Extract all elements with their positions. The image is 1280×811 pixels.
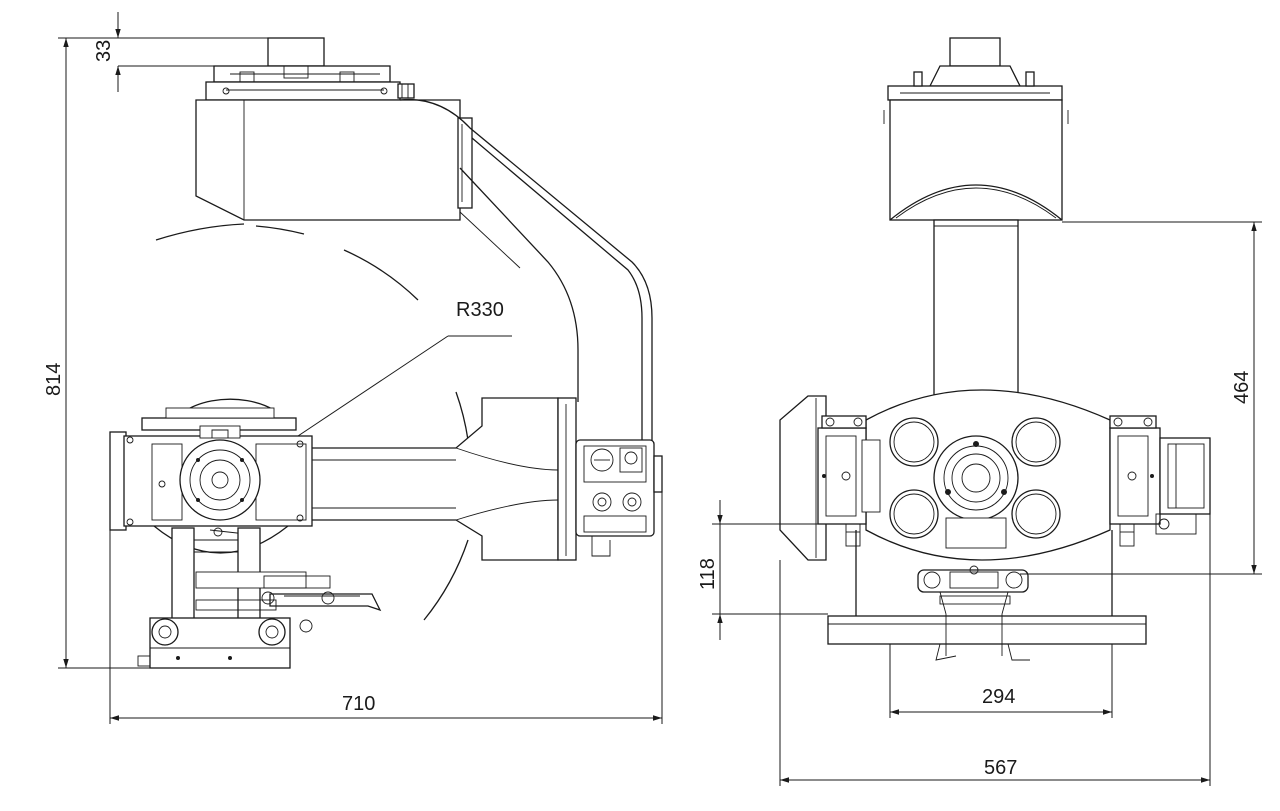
dim-top-height: 33 bbox=[93, 40, 115, 62]
front-lens-body bbox=[865, 389, 1111, 561]
side-support-arm bbox=[399, 98, 653, 450]
front-top-mount bbox=[887, 37, 1063, 106]
side-top-mount bbox=[205, 37, 415, 101]
dim-side-width: 710 bbox=[342, 693, 375, 715]
dim-column-height: 464 bbox=[1231, 371, 1253, 404]
side-upper-housing bbox=[195, 99, 473, 221]
side-head-assembly bbox=[109, 398, 313, 554]
side-lens-arm bbox=[305, 397, 577, 561]
dim-front-width: 567 bbox=[984, 757, 1017, 779]
front-left-flag bbox=[779, 395, 827, 561]
radius-label: R330 bbox=[456, 299, 504, 321]
side-view: R330 bbox=[43, 12, 663, 724]
dim-total-height: 814 bbox=[43, 363, 65, 396]
front-lower-bar bbox=[827, 530, 1147, 661]
dim-inner-width: 294 bbox=[982, 686, 1015, 708]
front-left-motor bbox=[817, 415, 881, 547]
side-lower-stand bbox=[137, 527, 382, 669]
front-view: 464 118 294 567 bbox=[697, 37, 1262, 786]
dim-lower-offset: 118 bbox=[697, 558, 719, 590]
side-control-box bbox=[575, 439, 663, 557]
front-housing bbox=[883, 99, 1069, 221]
front-right-motor bbox=[1109, 415, 1211, 547]
front-dimensions: 464 118 294 567 bbox=[697, 221, 1262, 786]
side-dimensions: 33 814 710 bbox=[43, 12, 663, 724]
front-column bbox=[933, 219, 1019, 401]
